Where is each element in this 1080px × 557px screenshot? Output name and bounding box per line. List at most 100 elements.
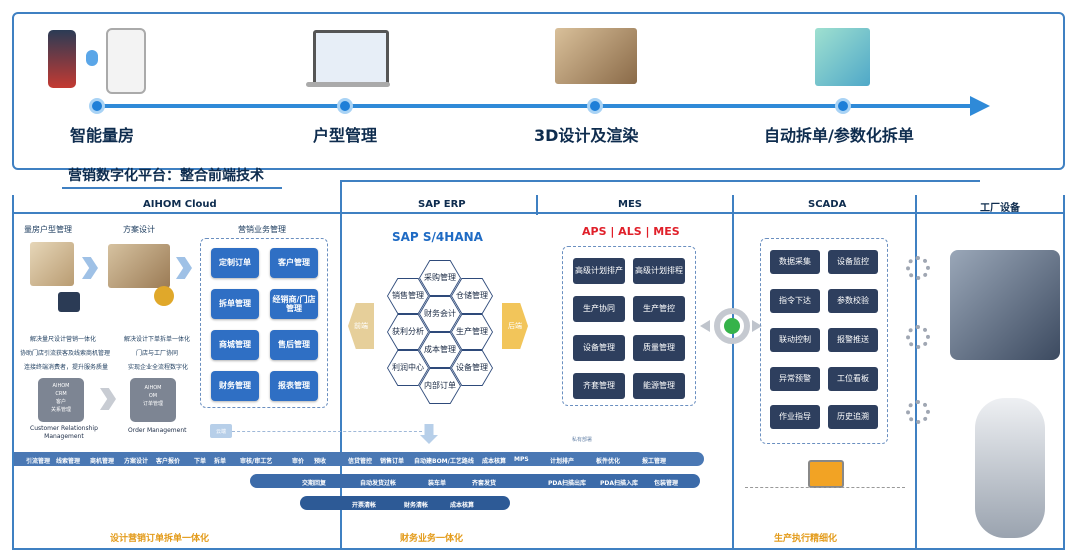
aihom-col-title: 量房户型管理 bbox=[24, 225, 72, 234]
cloud-note-label: 云端 bbox=[215, 428, 226, 435]
scada-tile[interactable]: 工位看板 bbox=[828, 367, 878, 391]
flow-step: 商机管理 bbox=[90, 458, 115, 465]
aps-title: APS | ALS | MES bbox=[582, 225, 680, 238]
om-box-line: 订单管理 bbox=[142, 401, 163, 407]
stage-label: 自动拆单/参数化拆单 bbox=[764, 126, 914, 145]
footer-label-mid: 财务业务一体化 bbox=[400, 534, 464, 544]
flow-step: 成本核算 bbox=[450, 502, 475, 509]
factory-machine-image bbox=[950, 250, 1060, 360]
flow-step: 自动发货过帐 bbox=[360, 480, 397, 487]
flow-step: 审核/审工艺 bbox=[240, 458, 273, 465]
connector-line bbox=[340, 180, 980, 182]
hex-sales: 销售管理 bbox=[387, 278, 429, 314]
laser-measure-image bbox=[48, 30, 76, 88]
stage-label: 智能量房 bbox=[70, 126, 135, 145]
flow-band-bottom: 开票清帐 财务清帐 成本核算 bbox=[300, 496, 510, 510]
tile-split-order[interactable]: 拆单管理 bbox=[211, 289, 259, 319]
mes-tile[interactable]: 高级计划排产 bbox=[573, 258, 625, 284]
scada-tile[interactable]: 数据采集 bbox=[770, 250, 820, 274]
flow-step: 审价 bbox=[292, 458, 305, 465]
laptop-image bbox=[313, 30, 389, 86]
flow-step: 自动建BOM/工艺路线 bbox=[414, 458, 474, 465]
scada-tile[interactable]: 参数校验 bbox=[828, 289, 878, 313]
footer-label-left: 设计营销订单拆单一体化 bbox=[110, 534, 210, 544]
hex-internal-order: 内部订单 bbox=[419, 368, 461, 404]
section-title-sap: SAP ERP bbox=[418, 199, 466, 210]
gear-sync-icon bbox=[714, 308, 750, 344]
front-arrow-label: 前端 bbox=[354, 322, 368, 330]
tile-mall-mgmt[interactable]: 商城管理 bbox=[211, 330, 259, 360]
flow-step: 齐套发货 bbox=[472, 480, 497, 487]
hex-label: 内部订单 bbox=[420, 369, 460, 403]
timeline-arrowhead bbox=[970, 96, 990, 116]
hex-production: 生产管理 bbox=[451, 314, 493, 350]
section-divider bbox=[732, 195, 734, 550]
cabinet-model-image bbox=[815, 28, 870, 86]
flow-step: 引流管理 bbox=[26, 458, 51, 465]
scada-tile[interactable]: 异常预警 bbox=[770, 367, 820, 391]
chevron-right-icon bbox=[176, 257, 192, 279]
mes-tile[interactable]: 质量管理 bbox=[633, 335, 685, 361]
timeline-node bbox=[587, 98, 603, 114]
back-arrow-label: 后端 bbox=[508, 322, 522, 330]
tile-custom-order[interactable]: 定制订单 bbox=[211, 248, 259, 278]
scada-tile[interactable]: 设备监控 bbox=[828, 250, 878, 274]
crm-label: Customer Relationship Management bbox=[30, 425, 98, 441]
section-title-mes: MES bbox=[618, 199, 642, 210]
crm-box-line: AIHOM bbox=[52, 383, 70, 389]
mes-tile[interactable]: 高级计划排程 bbox=[633, 258, 685, 284]
flow-step: 信贷管控 bbox=[348, 458, 373, 465]
flow-step: 方案设计 bbox=[124, 458, 149, 465]
crm-box-line: 客户 bbox=[55, 399, 66, 405]
scada-tile[interactable]: 报警推送 bbox=[828, 328, 878, 352]
mes-tile[interactable]: 生产协同 bbox=[573, 296, 625, 322]
section-title-factory: 工厂设备 bbox=[980, 203, 1020, 214]
mes-tile[interactable]: 设备管理 bbox=[573, 335, 625, 361]
aihom-desc: 连接终端消费者，提升服务质量 bbox=[24, 364, 109, 371]
om-box-line: AIHOM bbox=[144, 385, 162, 391]
section-title-scada: SCADA bbox=[808, 199, 847, 210]
sap-logo: SAP S/4HANA bbox=[392, 230, 483, 244]
hex-label: 成本管理 bbox=[420, 333, 460, 367]
tile-customer-mgmt[interactable]: 客户管理 bbox=[270, 248, 318, 278]
flow-step: 客户报价 bbox=[156, 458, 181, 465]
gear-icon bbox=[906, 400, 930, 424]
hex-label: 销售管理 bbox=[388, 279, 428, 313]
flow-step: 装车单 bbox=[428, 480, 447, 487]
flow-step: PDA扫描入库 bbox=[600, 480, 639, 487]
room-render-image bbox=[108, 244, 170, 288]
mes-tile[interactable]: 生产管控 bbox=[633, 296, 685, 322]
scada-tile[interactable]: 联动控制 bbox=[770, 328, 820, 352]
crm-label-line: Management bbox=[44, 433, 84, 440]
om-label: Order Management bbox=[128, 427, 187, 434]
laptop-base bbox=[306, 82, 390, 87]
flow-step: 成本核算 bbox=[482, 458, 507, 465]
crm-label-line: Customer Relationship bbox=[30, 425, 98, 432]
timeline-node bbox=[337, 98, 353, 114]
om-box-line: OM bbox=[148, 393, 158, 399]
scada-tile[interactable]: 历史追溯 bbox=[828, 405, 878, 429]
gold-logo-image bbox=[154, 286, 174, 306]
mes-tile[interactable]: 能源管理 bbox=[633, 373, 685, 399]
mes-tile[interactable]: 齐套管理 bbox=[573, 373, 625, 399]
section-divider bbox=[340, 195, 342, 550]
robot-image bbox=[975, 398, 1045, 538]
flow-step: MPS bbox=[514, 456, 529, 463]
3d-house-image bbox=[555, 28, 637, 84]
timeline-node bbox=[835, 98, 851, 114]
scada-tile[interactable]: 作业指导 bbox=[770, 405, 820, 429]
connector-line bbox=[340, 180, 343, 196]
tile-finance[interactable]: 财务管理 bbox=[211, 371, 259, 401]
scada-tile[interactable]: 指令下达 bbox=[770, 289, 820, 313]
tile-after-sales[interactable]: 售后管理 bbox=[270, 330, 318, 360]
flow-band-mid: 交期回复 自动发货过帐 装车单 齐套发货 PDA扫描出库 PDA扫描入库 包装管… bbox=[250, 474, 700, 488]
footer-label-right: 生产执行精细化 bbox=[774, 534, 838, 544]
aihom-desc: 协助门店引流获客及线索商机管理 bbox=[20, 350, 111, 357]
timeline-line bbox=[95, 104, 975, 108]
tile-reports[interactable]: 报表管理 bbox=[270, 371, 318, 401]
crm-box-line: 关系管理 bbox=[50, 407, 71, 413]
tile-dealer-mgmt[interactable]: 经销商/门店管理 bbox=[270, 289, 318, 319]
down-arrow bbox=[420, 424, 438, 444]
sap-logo-text: SAP S/4HANA bbox=[392, 230, 483, 244]
hex-label: 财务会计 bbox=[420, 297, 460, 331]
